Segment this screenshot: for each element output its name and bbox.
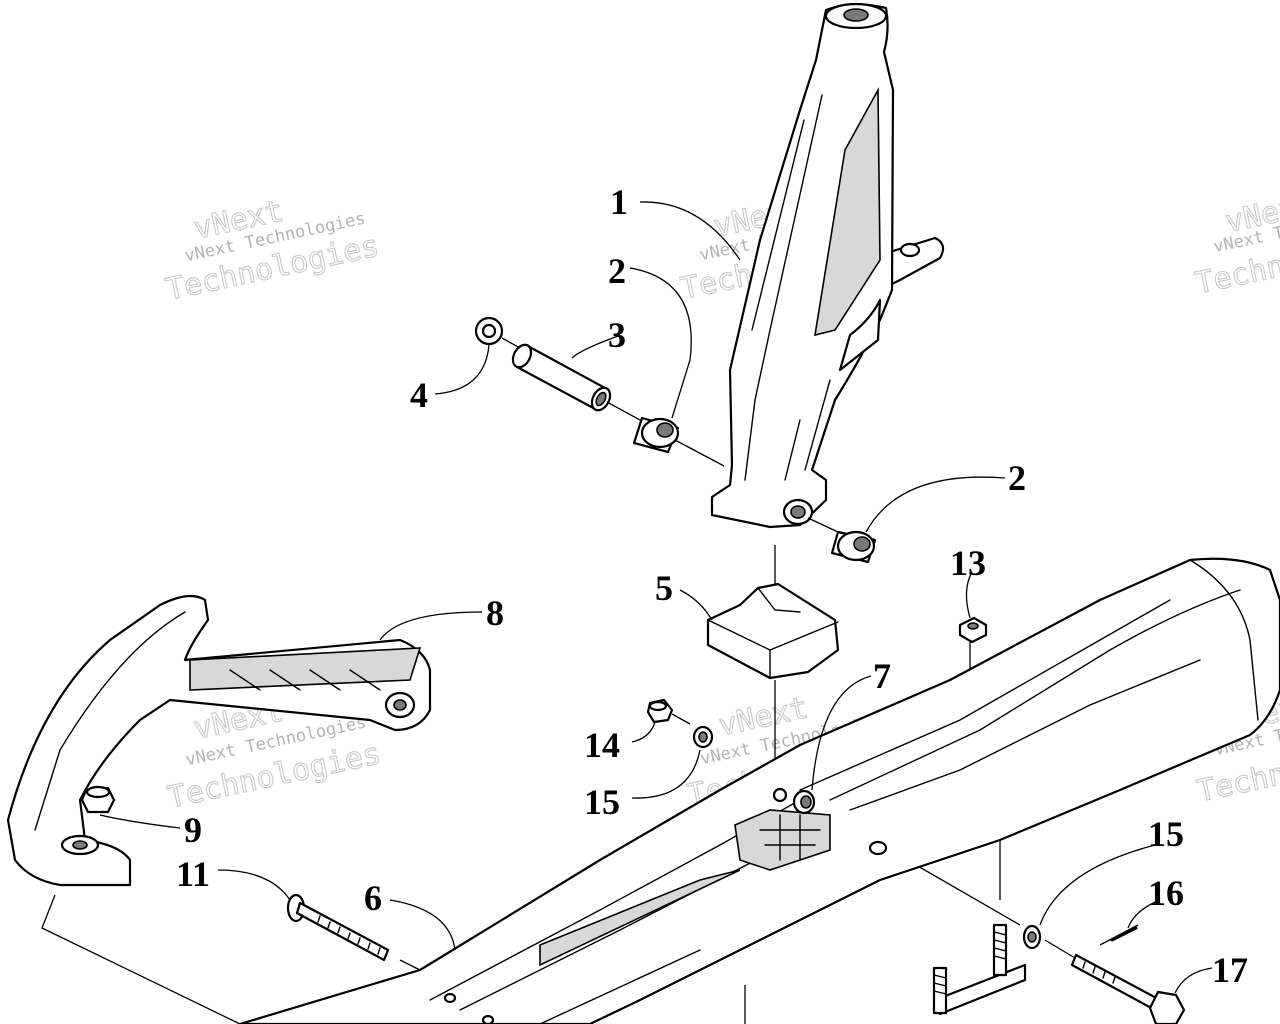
callout-2-lower: 2 <box>1008 458 1026 498</box>
callout-13: 13 <box>950 543 986 583</box>
washer-part-15-lower <box>1022 924 1042 950</box>
callout-16: 16 <box>1148 873 1184 913</box>
nut-part-9 <box>80 785 116 814</box>
spacer-tube-part-3 <box>511 343 612 412</box>
callout-3: 3 <box>608 315 626 355</box>
nut-part-14 <box>646 698 674 724</box>
washer-part-15-upper <box>692 725 714 749</box>
callout-4: 4 <box>410 375 428 415</box>
callout-1: 1 <box>610 182 628 222</box>
spindle-part <box>710 2 945 529</box>
bushing-part-4 <box>474 316 504 346</box>
callout-7: 7 <box>873 656 891 696</box>
ski-pad-part-5 <box>706 582 840 680</box>
callout-17: 17 <box>1212 950 1248 990</box>
callout-11: 11 <box>176 854 210 894</box>
callout-9: 9 <box>184 810 202 850</box>
nut-part-13 <box>958 616 988 644</box>
wear-bar-carbide <box>932 923 1027 1016</box>
callout-14: 14 <box>584 725 620 765</box>
ski-part-6 <box>238 557 1280 1024</box>
callout-2-upper: 2 <box>608 251 626 291</box>
bushing-part-2-lower <box>830 530 877 564</box>
watermark-left-top: vNext vNext Technologies Technologies <box>162 193 382 308</box>
bolt-part-11 <box>286 893 390 962</box>
callout-15-lower: 15 <box>1148 814 1184 854</box>
cotter-pin-part-16 <box>1110 926 1138 942</box>
bolt-part-17 <box>1070 953 1186 1024</box>
washer-nut-part-7 <box>772 787 816 815</box>
bushing-part-2-upper <box>632 416 680 454</box>
watermark-right-top: vNext vNext Technologies Technologies <box>1192 186 1280 302</box>
callout-8: 8 <box>486 593 504 633</box>
callout-15-upper: 15 <box>584 782 620 822</box>
callout-5: 5 <box>655 568 673 608</box>
callout-6: 6 <box>364 878 382 918</box>
ski-handle-part-8 <box>6 594 432 887</box>
